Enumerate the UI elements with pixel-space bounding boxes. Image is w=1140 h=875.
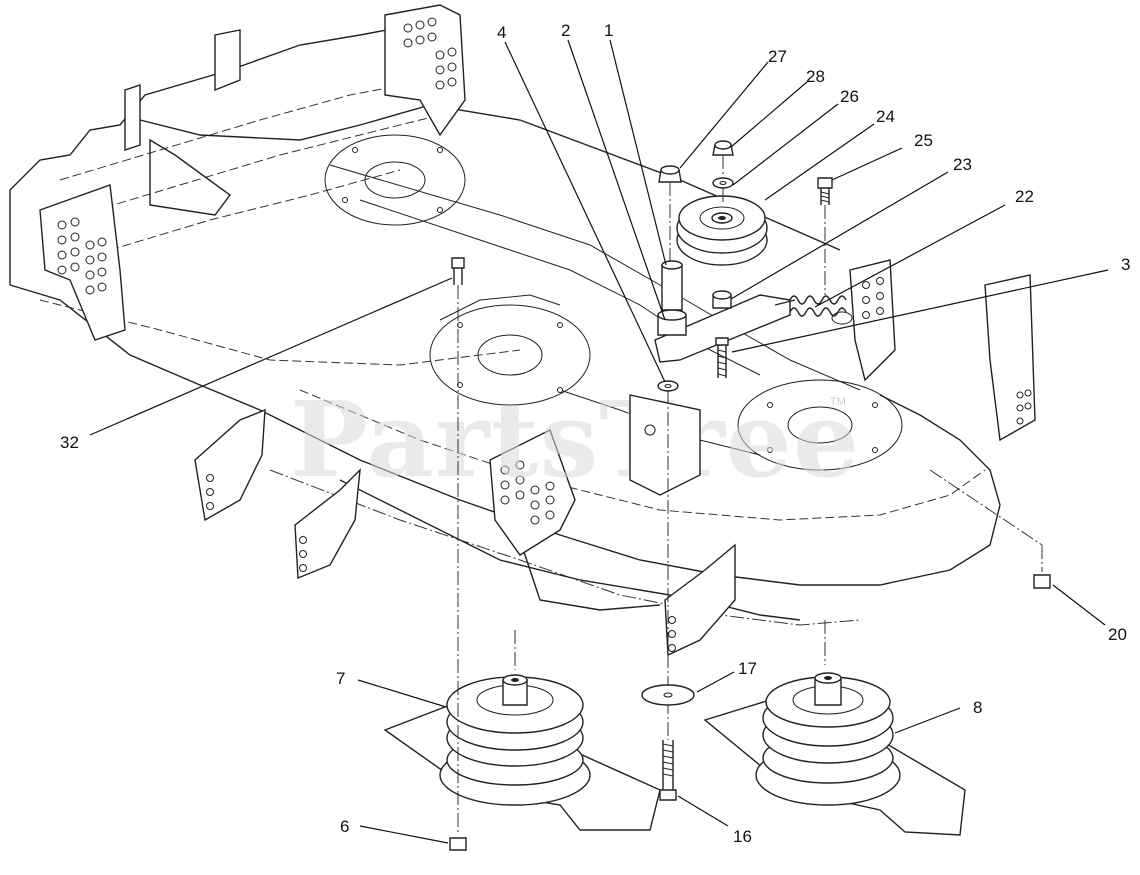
callout-27: 27 — [768, 47, 787, 66]
callout-3: 3 — [1121, 255, 1130, 274]
callout-32: 32 — [60, 433, 79, 452]
callout-1: 1 — [604, 21, 613, 40]
callout-24: 24 — [876, 107, 895, 126]
callout-17: 17 — [738, 659, 757, 678]
callout-23: 23 — [953, 155, 972, 174]
callout-4: 4 — [497, 23, 506, 42]
spindle-plates — [324, 134, 903, 471]
callout-labels: 1 2 3 4 6 7 8 16 17 20 22 23 24 25 26 27… — [60, 21, 1130, 846]
watermark-text: PartsTree — [290, 378, 860, 501]
callout-7: 7 — [336, 669, 345, 688]
callout-8: 8 — [973, 698, 982, 717]
callout-2: 2 — [561, 21, 570, 40]
loose-hardware — [449, 257, 1051, 851]
callout-26: 26 — [840, 87, 859, 106]
idler-pulley — [676, 195, 768, 266]
leader-lines — [89, 39, 1109, 844]
callout-25: 25 — [914, 131, 933, 150]
callout-20: 20 — [1108, 625, 1127, 644]
right-spindle-assembly — [703, 620, 966, 836]
trademark-mark: TM — [830, 396, 846, 408]
mower-deck-housing — [9, 19, 1001, 626]
callout-28: 28 — [806, 67, 825, 86]
mounting-brackets — [39, 4, 1036, 657]
left-spindle-assembly — [383, 630, 661, 831]
tension-spring — [774, 295, 853, 325]
callout-16: 16 — [733, 827, 752, 846]
idler-arm-assembly — [629, 140, 853, 740]
callout-6: 6 — [340, 817, 349, 836]
callout-22: 22 — [1015, 187, 1034, 206]
